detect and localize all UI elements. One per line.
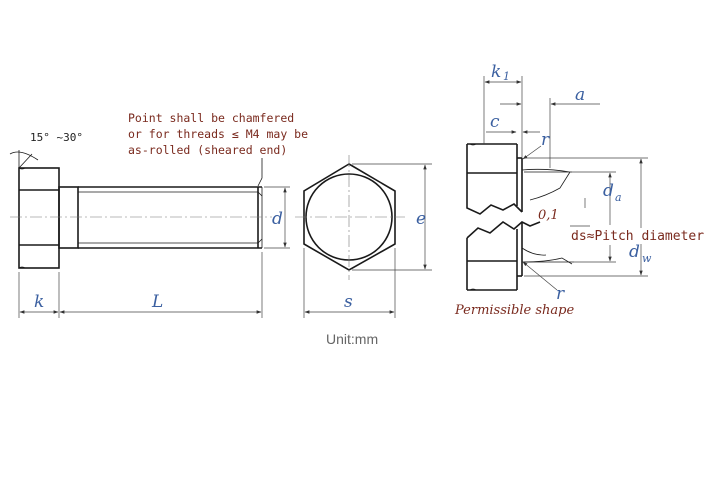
point-note-leader [257,158,263,187]
point-note-line-2: or for threads ≤ M4 may be [128,127,308,141]
r-top-leader [522,145,542,160]
bolt-shank [78,186,263,249]
k1-subscript: 1 [503,70,510,83]
side-view: 15° ~30° Point shall be chamfered or for… [9,111,308,318]
k1-label: k [491,62,501,82]
r-bottom-label: r [556,284,565,304]
chamfer-angle-marker [9,150,39,169]
permissible-shape-note: Permissible shape [454,303,574,318]
e-label: e [416,209,426,229]
d-label: d [272,209,283,229]
da-label: d [603,181,614,201]
s-label: s [344,292,353,312]
tolerance-label: 0,1 [538,208,559,223]
a-label: a [575,85,585,105]
dw-subscript: w [642,252,652,265]
k-label: k [34,292,44,312]
dw-label: d [629,242,640,262]
da-subscript: a [615,191,622,204]
c-label: c [490,112,500,132]
end-view: e s [295,155,432,318]
r-top-label: r [541,130,550,150]
angle-note: 15° ~30° [30,131,83,144]
ds-note: ds≈Pitch diameter [571,229,704,244]
detail-head-upper [466,143,572,215]
unit-label: Unit:mm [326,331,378,347]
L-dimension [59,252,263,318]
detail-view: k 1 a c r r 0,1 ds≈Pitch diameter d a [454,62,704,318]
d-dimension [264,186,290,249]
L-label: L [151,292,163,312]
bolt-head-side [18,167,79,269]
point-note-line-1: Point shall be chamfered [128,111,294,125]
detail-head-lower [466,221,574,291]
k-dimension [18,272,60,318]
point-note-line-3: as-rolled (sheared end) [128,143,287,157]
